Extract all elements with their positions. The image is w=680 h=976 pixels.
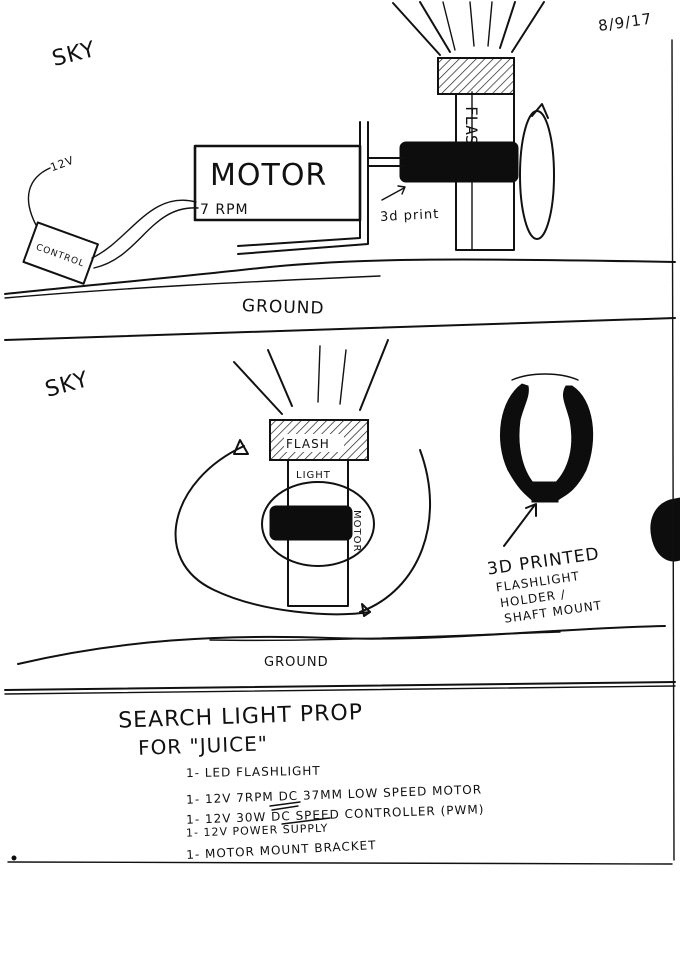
stray-dot — [11, 855, 17, 861]
top-light-beams — [392, 1, 545, 56]
page-edge-line — [7, 861, 673, 865]
top-motor-label: MOTOR — [210, 158, 327, 193]
top-flashlight-head — [437, 57, 515, 95]
top-ground-lines — [4, 258, 676, 299]
top-control-label: CONTROL — [34, 243, 85, 270]
mount-note-leader — [503, 505, 535, 547]
mount-note-arrowhead — [525, 503, 537, 517]
front-ground-lines — [17, 625, 666, 665]
wattage-scribble — [269, 801, 301, 811]
top-control-wiring — [27, 167, 199, 269]
front-ground-label: GROUND — [264, 655, 329, 670]
top-motor-bracket — [237, 121, 369, 255]
front-motor-outline — [261, 481, 375, 567]
top-rpm-label: 7 RPM — [200, 202, 249, 218]
front-light-label: LIGHT — [296, 470, 331, 481]
top-print-arrowhead — [397, 185, 406, 195]
front-holder-clip — [499, 373, 594, 503]
front-rotation-arc — [174, 439, 432, 617]
top-sky-label: SKY — [50, 37, 99, 72]
parts-list-item: 1- MOTOR MOUNT BRACKET — [186, 838, 377, 862]
parts-list-item: 1- 12V POWER SUPPLY — [186, 822, 329, 840]
notes-title-line-1: SEARCH LIGHT PROP — [118, 700, 364, 734]
top-rotation-arc — [519, 110, 555, 240]
top-3d-print-collar — [399, 141, 519, 183]
front-motor-label: MOTOR — [351, 510, 362, 552]
front-light-beams — [233, 339, 389, 415]
parts-list-item: 1- LED FLASHLIGHT — [186, 764, 321, 780]
mount-note: 3D PRINTED FLASHLIGHT HOLDER / SHAFT MOU… — [486, 544, 603, 626]
page-right-edge — [671, 39, 675, 861]
top-ground-label: GROUND — [242, 296, 325, 319]
date-label: 8/9/17 — [597, 10, 653, 35]
top-voltage-label: 12V — [49, 154, 76, 175]
front-flash-label-bg — [284, 434, 344, 452]
notes-title-line-2: FOR "JUICE" — [138, 731, 269, 760]
front-flash-label: FLASH — [286, 437, 330, 451]
top-rotation-arrow — [531, 103, 549, 119]
parts-list: 1- LED FLASHLIGHT 1- 12V 7RPM DC 37MM LO… — [186, 764, 485, 862]
front-sky-label: SKY — [43, 367, 92, 403]
ink-blot — [650, 497, 680, 562]
top-print-leader — [381, 187, 405, 201]
section-divider-2b — [4, 685, 676, 695]
top-print-label: 3d print — [380, 207, 440, 225]
supply-scribble — [281, 817, 331, 825]
top-motor-shaft — [367, 157, 405, 167]
section-divider-1 — [4, 317, 676, 341]
parts-list-item: 1- 12V 30W DC SPEED CONTROLLER (PWM) — [186, 802, 485, 826]
section-divider-2 — [4, 681, 676, 691]
front-3d-print-collar — [269, 505, 353, 541]
top-control-box: CONTROL — [22, 221, 99, 285]
